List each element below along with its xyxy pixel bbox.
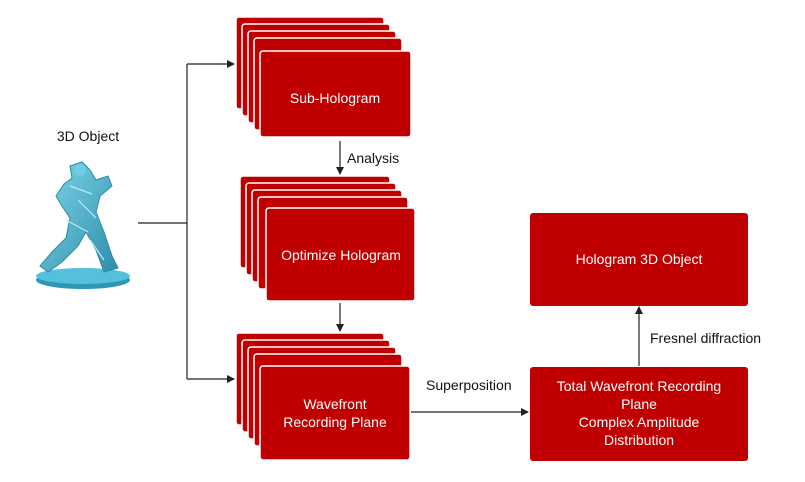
hologram-object-box [530, 213, 748, 306]
total-wavefront-line1: Total Wavefront Recording [557, 378, 721, 394]
total-wavefront-line2: Plane [621, 396, 657, 412]
fresnel-label: Fresnel diffraction [650, 330, 761, 346]
total-wavefront-box [530, 367, 748, 461]
wavefront-label-line1: Wavefront [303, 396, 366, 412]
analysis-label: Analysis [347, 150, 399, 166]
optimize-hologram-label: Optimize Hologram [281, 247, 401, 263]
statue-icon [36, 161, 130, 289]
wavefront-stack [235, 332, 411, 461]
superposition-label: Superposition [426, 377, 512, 393]
total-wavefront-line4: Distribution [604, 432, 674, 448]
object-label: 3D Object [57, 128, 119, 144]
sub-hologram-stack [235, 16, 412, 138]
wavefront-label-line2: Recording Plane [283, 414, 387, 430]
hologram-object-label: Hologram 3D Object [576, 251, 703, 267]
object-connectors [138, 60, 235, 383]
sub-hologram-label: Sub-Hologram [290, 90, 380, 106]
optimize-hologram-stack [239, 175, 416, 302]
total-wavefront-line3: Complex Amplitude [579, 414, 700, 430]
